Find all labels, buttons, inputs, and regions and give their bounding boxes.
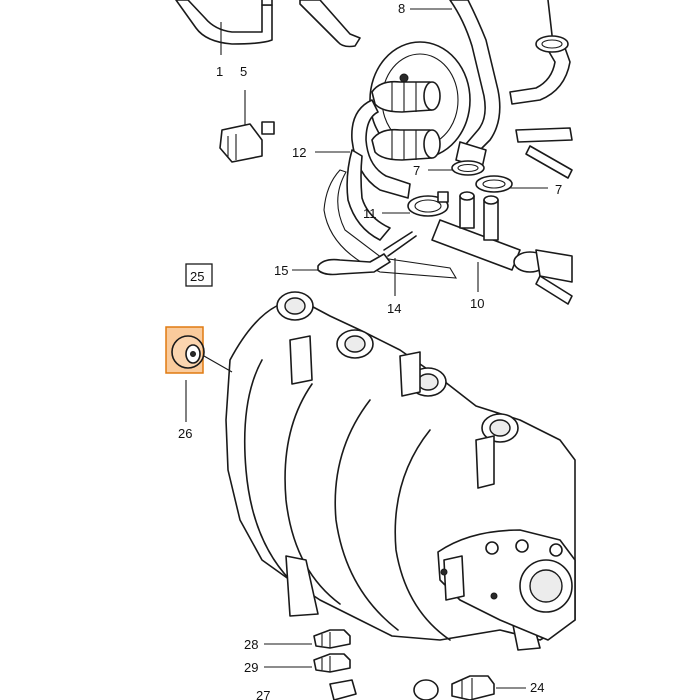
callout-14: 14 <box>387 301 401 316</box>
callout-11: 11 <box>363 206 377 221</box>
fitting-part-29 <box>313 653 351 673</box>
callout-29: 29 <box>244 660 258 675</box>
callout-1: 1 <box>216 64 223 79</box>
hose-upper-tube <box>299 0 361 48</box>
hose-right-middle <box>513 127 573 305</box>
bent-hose-part-12 <box>346 99 411 241</box>
clamp-part-7-upper <box>451 160 485 176</box>
cap-part-26 <box>165 326 233 374</box>
hose-right-upper <box>509 0 571 105</box>
fitting-part-27 <box>329 679 357 700</box>
sensor-part-5 <box>219 121 275 163</box>
leader-lines <box>185 8 548 689</box>
callout-5: 5 <box>240 64 247 79</box>
fitting-part-28 <box>313 629 351 649</box>
hose-part-15 <box>317 253 391 276</box>
intake-manifold <box>225 291 576 651</box>
callout-labels: 1 5 8 12 7 7 11 15 14 10 26 28 29 24 27 <box>178 1 562 700</box>
fitting-part-24 <box>413 675 495 700</box>
callout-10: 10 <box>470 296 484 311</box>
ribbed-hose-lower <box>371 128 441 161</box>
callout-7-left: 7 <box>413 163 420 178</box>
callout-26: 26 <box>178 426 192 441</box>
background-duct <box>323 169 458 279</box>
callout-12: 12 <box>292 145 306 160</box>
clamp-part-11 <box>407 191 449 217</box>
callout-7-right: 7 <box>555 182 562 197</box>
hose-part-1 <box>175 0 273 45</box>
callout-24: 24 <box>530 680 544 695</box>
callout-8: 8 <box>398 1 405 16</box>
callout-15: 15 <box>274 263 288 278</box>
clamp-part-7-lower <box>475 175 513 193</box>
callout-28: 28 <box>244 637 258 652</box>
page-reference-box: 25 <box>185 263 213 287</box>
tee-fitting-part-10 <box>431 191 521 271</box>
callout-27: 27 <box>256 688 270 700</box>
rod-part-14 <box>383 231 417 257</box>
page-reference-label: 25 <box>190 269 204 284</box>
ribbed-hose-upper <box>371 80 441 113</box>
